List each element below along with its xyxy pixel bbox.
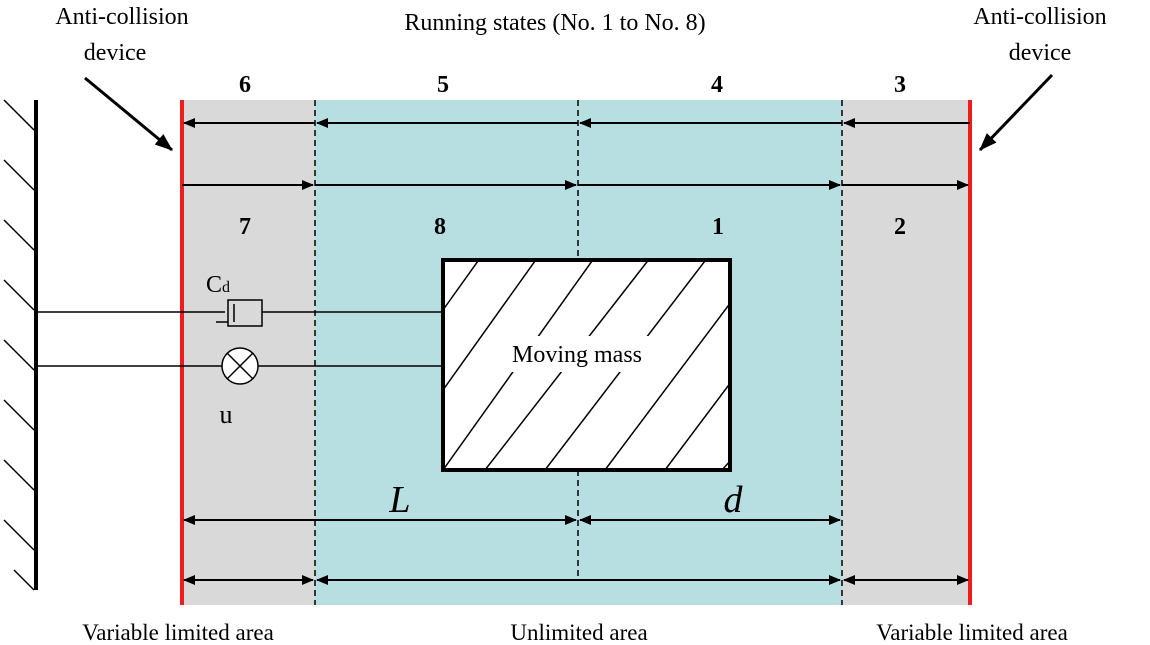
state-2-label: 2 — [894, 214, 906, 240]
middle-area-label: Unlimited area — [510, 620, 647, 645]
left-device-label-line2: device — [84, 40, 147, 66]
right-area-label: Variable limited area — [876, 620, 1068, 645]
state-1-label: 1 — [712, 214, 724, 240]
state-5-label: 5 — [437, 72, 449, 98]
actuator-branch — [36, 347, 443, 385]
dimension-L-label: L — [388, 479, 410, 521]
left-device-label-line1: Anti-collision — [55, 4, 188, 30]
right-device-pointer-arrow — [978, 73, 1054, 152]
wall-hatching — [3, 99, 35, 591]
actuator-label: u — [220, 400, 233, 429]
moving-mass-label: Moving mass — [512, 342, 642, 368]
state-4-label: 4 — [711, 72, 723, 98]
state-6-label: 6 — [239, 72, 251, 98]
right-limited-area — [842, 100, 970, 605]
right-device-label-line1: Anti-collision — [973, 4, 1106, 30]
dimension-d-label: d — [724, 479, 744, 521]
state-8-label: 8 — [434, 214, 446, 240]
diagram-title: Running states (No. 1 to No. 8) — [404, 10, 705, 36]
state-3-label: 3 — [894, 72, 906, 98]
mass-label-background — [485, 336, 670, 372]
state-7-label: 7 — [239, 214, 251, 240]
left-device-pointer-arrow — [84, 76, 173, 152]
left-area-label: Variable limited area — [82, 620, 274, 645]
damper-label: Cd — [206, 272, 230, 298]
moving-mass-border — [441, 258, 732, 472]
right-device-label-line2: device — [1009, 40, 1072, 66]
damper-branch — [36, 299, 443, 327]
